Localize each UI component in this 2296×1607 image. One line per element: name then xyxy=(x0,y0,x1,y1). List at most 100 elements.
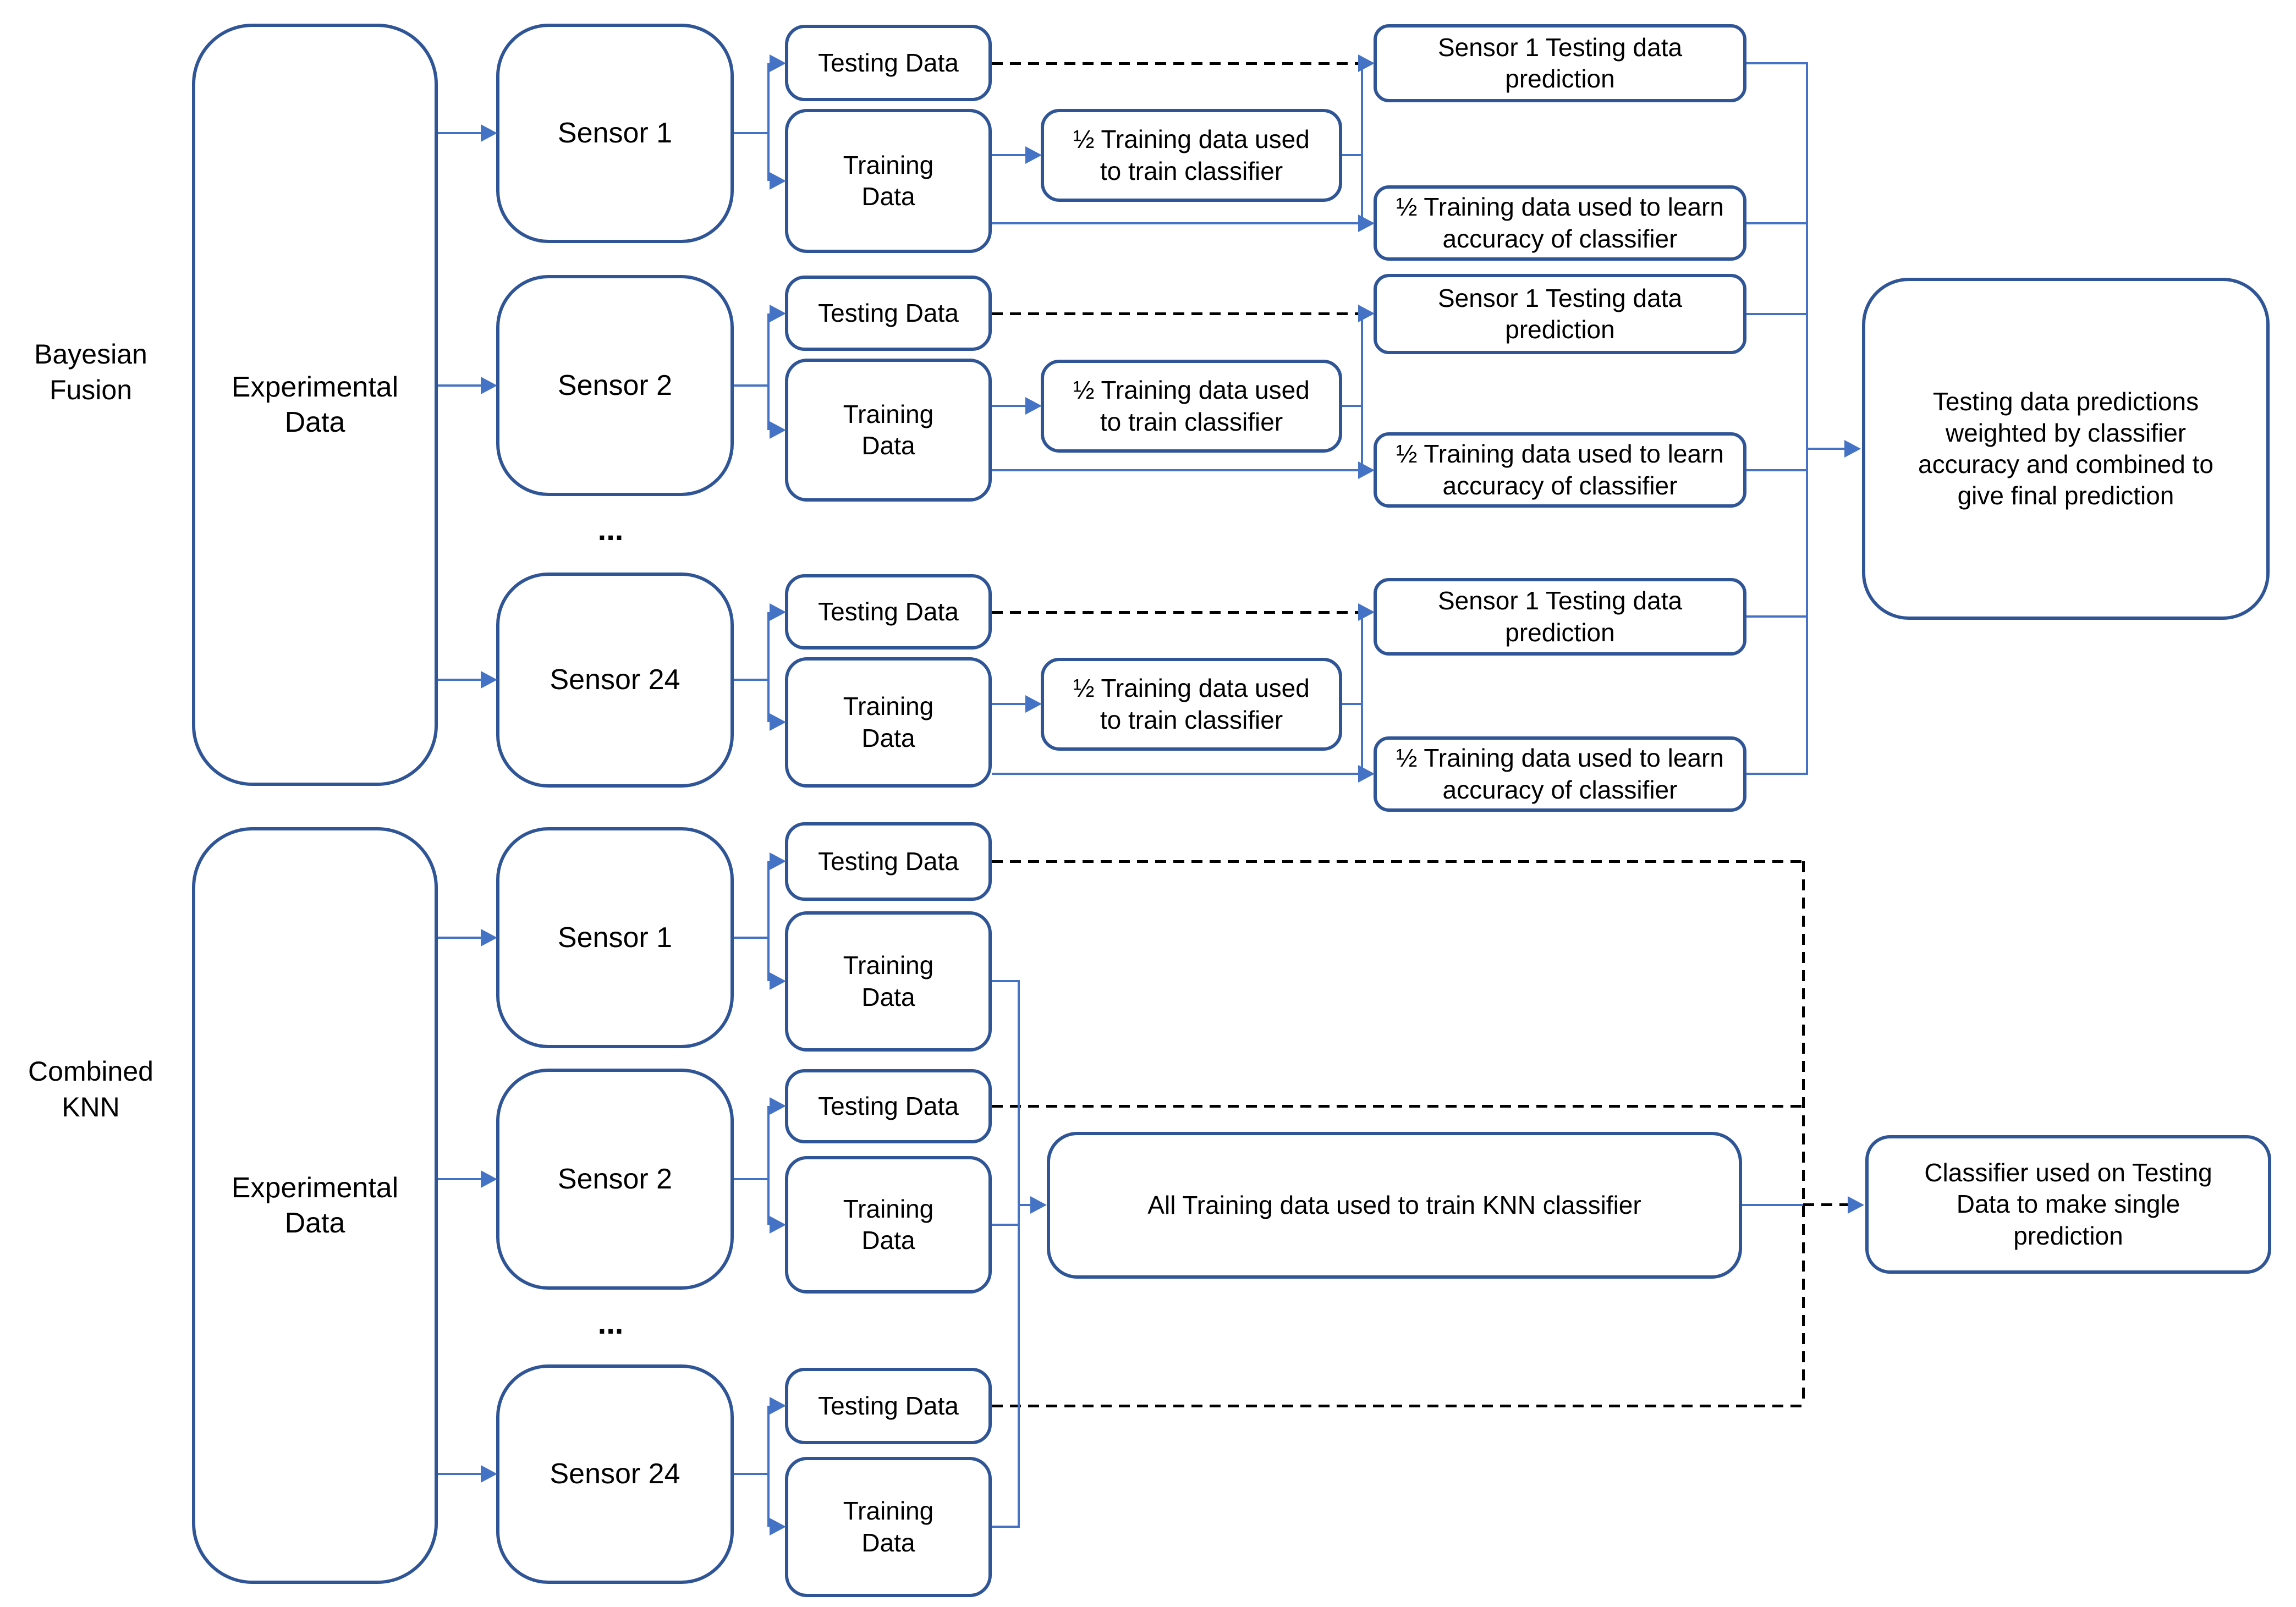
connector-line xyxy=(1342,154,1362,156)
arrowhead xyxy=(770,713,786,731)
arrowhead xyxy=(1844,440,1861,458)
section-label-knn: Combined KNN xyxy=(28,1056,153,1122)
sensor-prediction-box: Sensor 1 Testing data prediction xyxy=(1374,578,1746,656)
sensor-box-2: Sensor 2 xyxy=(496,275,734,496)
connector-line xyxy=(992,469,1361,471)
arrowhead xyxy=(1358,461,1375,479)
sensor-box-1: Sensor 1 xyxy=(496,827,734,1048)
arrowhead xyxy=(1848,1196,1864,1214)
connector-line xyxy=(1746,313,1807,315)
connector-line xyxy=(1746,62,1807,64)
dashed-line xyxy=(992,1405,1803,1407)
half-train-classifier-box: ½ Training data used to train classifier xyxy=(1041,109,1342,202)
sensor-box-2: Sensor 2 xyxy=(496,1069,734,1290)
connector-line xyxy=(992,222,1361,224)
classifier-box: Classifier used on Testing Data to make … xyxy=(1865,1135,2271,1274)
connector-line xyxy=(438,384,481,387)
arrowhead xyxy=(1358,305,1375,322)
connector-line xyxy=(992,773,1361,775)
half-train-classifier-box: ½ Training data used to train classifier xyxy=(1041,360,1342,453)
dashed-line xyxy=(992,860,1803,863)
sensor-prediction-box: Sensor 1 Testing data prediction xyxy=(1374,274,1746,354)
connector-line xyxy=(1806,62,1808,775)
connector-line xyxy=(438,1178,481,1180)
arrowhead xyxy=(770,1397,786,1415)
connector-line xyxy=(1018,980,1020,1528)
connector-line xyxy=(438,132,481,134)
arrowhead xyxy=(1030,1196,1047,1214)
experimental-data-box: Experimental Data xyxy=(192,827,438,1584)
training-data-box: Training Data xyxy=(785,657,992,788)
connector-line xyxy=(1742,1204,1803,1206)
connector-line xyxy=(1746,469,1807,471)
connector-line xyxy=(1342,703,1362,705)
testing-data-box: Testing Data xyxy=(785,25,992,101)
arrowhead xyxy=(1025,146,1042,164)
connector-line xyxy=(438,1473,481,1475)
training-data-box: Training Data xyxy=(785,359,992,502)
connector-line xyxy=(1342,405,1362,407)
connector-line xyxy=(734,1473,768,1475)
connector-line xyxy=(1746,773,1807,775)
connector-line xyxy=(438,679,481,681)
arrowhead xyxy=(1358,765,1375,783)
arrowhead xyxy=(1358,54,1375,72)
training-data-box: Training Data xyxy=(785,109,992,253)
half-accuracy-box: ½ Training data used to learn accuracy o… xyxy=(1374,185,1746,261)
sensor-prediction-box: Sensor 1 Testing data prediction xyxy=(1374,24,1746,102)
arrowhead xyxy=(770,1518,786,1536)
sensor-box-1: Sensor 1 xyxy=(496,24,734,243)
dashed-line xyxy=(1803,1203,1848,1206)
connector-line xyxy=(1018,1204,1031,1206)
dashed-line xyxy=(992,611,1361,614)
testing-data-box: Testing Data xyxy=(785,1368,992,1444)
section-label-bayesian: Bayesian Fusion xyxy=(34,339,147,405)
arrowhead xyxy=(770,1097,786,1115)
connector-line xyxy=(992,154,1026,156)
connector-line xyxy=(734,384,768,387)
arrowhead xyxy=(481,377,497,394)
arrowhead xyxy=(481,671,497,689)
dashed-line xyxy=(992,62,1361,65)
half-accuracy-box: ½ Training data used to learn accuracy o… xyxy=(1374,432,1746,508)
training-data-box: Training Data xyxy=(785,911,992,1052)
connector-line xyxy=(992,1224,1020,1226)
training-data-box: Training Data xyxy=(785,1156,992,1294)
connector-line xyxy=(992,980,1020,982)
sensor-box-24: Sensor 24 xyxy=(496,1364,734,1584)
arrowhead xyxy=(1358,214,1375,232)
testing-data-box: Testing Data xyxy=(785,574,992,650)
arrowhead xyxy=(770,421,786,439)
arrowhead xyxy=(481,929,497,946)
arrowhead xyxy=(1025,397,1042,415)
connector-line xyxy=(992,1526,1020,1528)
dashed-line xyxy=(992,1105,1803,1108)
connector-line xyxy=(1361,312,1363,471)
arrowhead xyxy=(481,1170,497,1188)
arrowhead xyxy=(770,1216,786,1234)
connector-line xyxy=(734,132,768,134)
arrowhead xyxy=(481,1465,497,1483)
final-prediction-box: Testing data predictions weighted by cla… xyxy=(1862,278,2270,620)
arrowhead xyxy=(770,972,786,990)
arrowhead xyxy=(770,305,786,322)
connector-line xyxy=(767,1406,770,1527)
connector-line xyxy=(767,63,770,181)
testing-data-box: Testing Data xyxy=(785,276,992,351)
connector-line xyxy=(1361,62,1363,224)
dashed-line xyxy=(992,312,1361,315)
connector-line xyxy=(767,612,770,722)
connector-line xyxy=(992,405,1026,407)
all-training-box: All Training data used to train KNN clas… xyxy=(1047,1132,1742,1279)
ellipsis: ... xyxy=(597,1306,624,1340)
experimental-data-box: Experimental Data xyxy=(192,24,438,786)
arrowhead xyxy=(481,124,497,142)
arrowhead xyxy=(770,603,786,621)
connector-line xyxy=(438,937,481,939)
connector-line xyxy=(1746,222,1807,224)
connector-line xyxy=(767,1106,770,1225)
connector-line xyxy=(734,1178,768,1180)
connector-line xyxy=(767,861,770,981)
connector-line xyxy=(1746,615,1807,618)
